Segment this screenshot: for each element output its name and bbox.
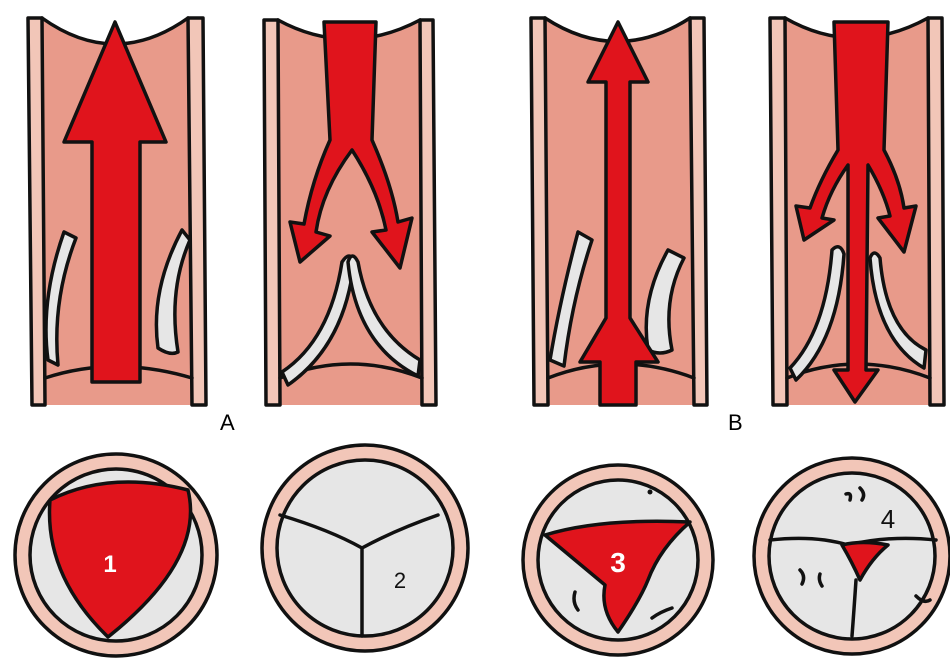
valve-top-view-1: 1	[15, 454, 217, 656]
valve-number-2: 2	[394, 568, 406, 593]
vessel-2-closed-valve	[264, 20, 436, 405]
valve-top-view-3: 3	[523, 465, 713, 655]
panel-label-a: A	[220, 410, 235, 436]
valve-number-3: 3	[610, 547, 626, 578]
valve-number-4: 4	[881, 504, 895, 534]
vessel-4-regurgitant	[770, 18, 944, 405]
vessel-3-stenotic-open	[531, 18, 707, 405]
valve-number-1: 1	[103, 551, 116, 578]
valve-top-view-4: 4	[754, 458, 950, 654]
panel-label-b: B	[728, 410, 743, 436]
valve-top-view-2: 2	[262, 445, 468, 651]
vessel-1-open-valve	[28, 18, 206, 405]
